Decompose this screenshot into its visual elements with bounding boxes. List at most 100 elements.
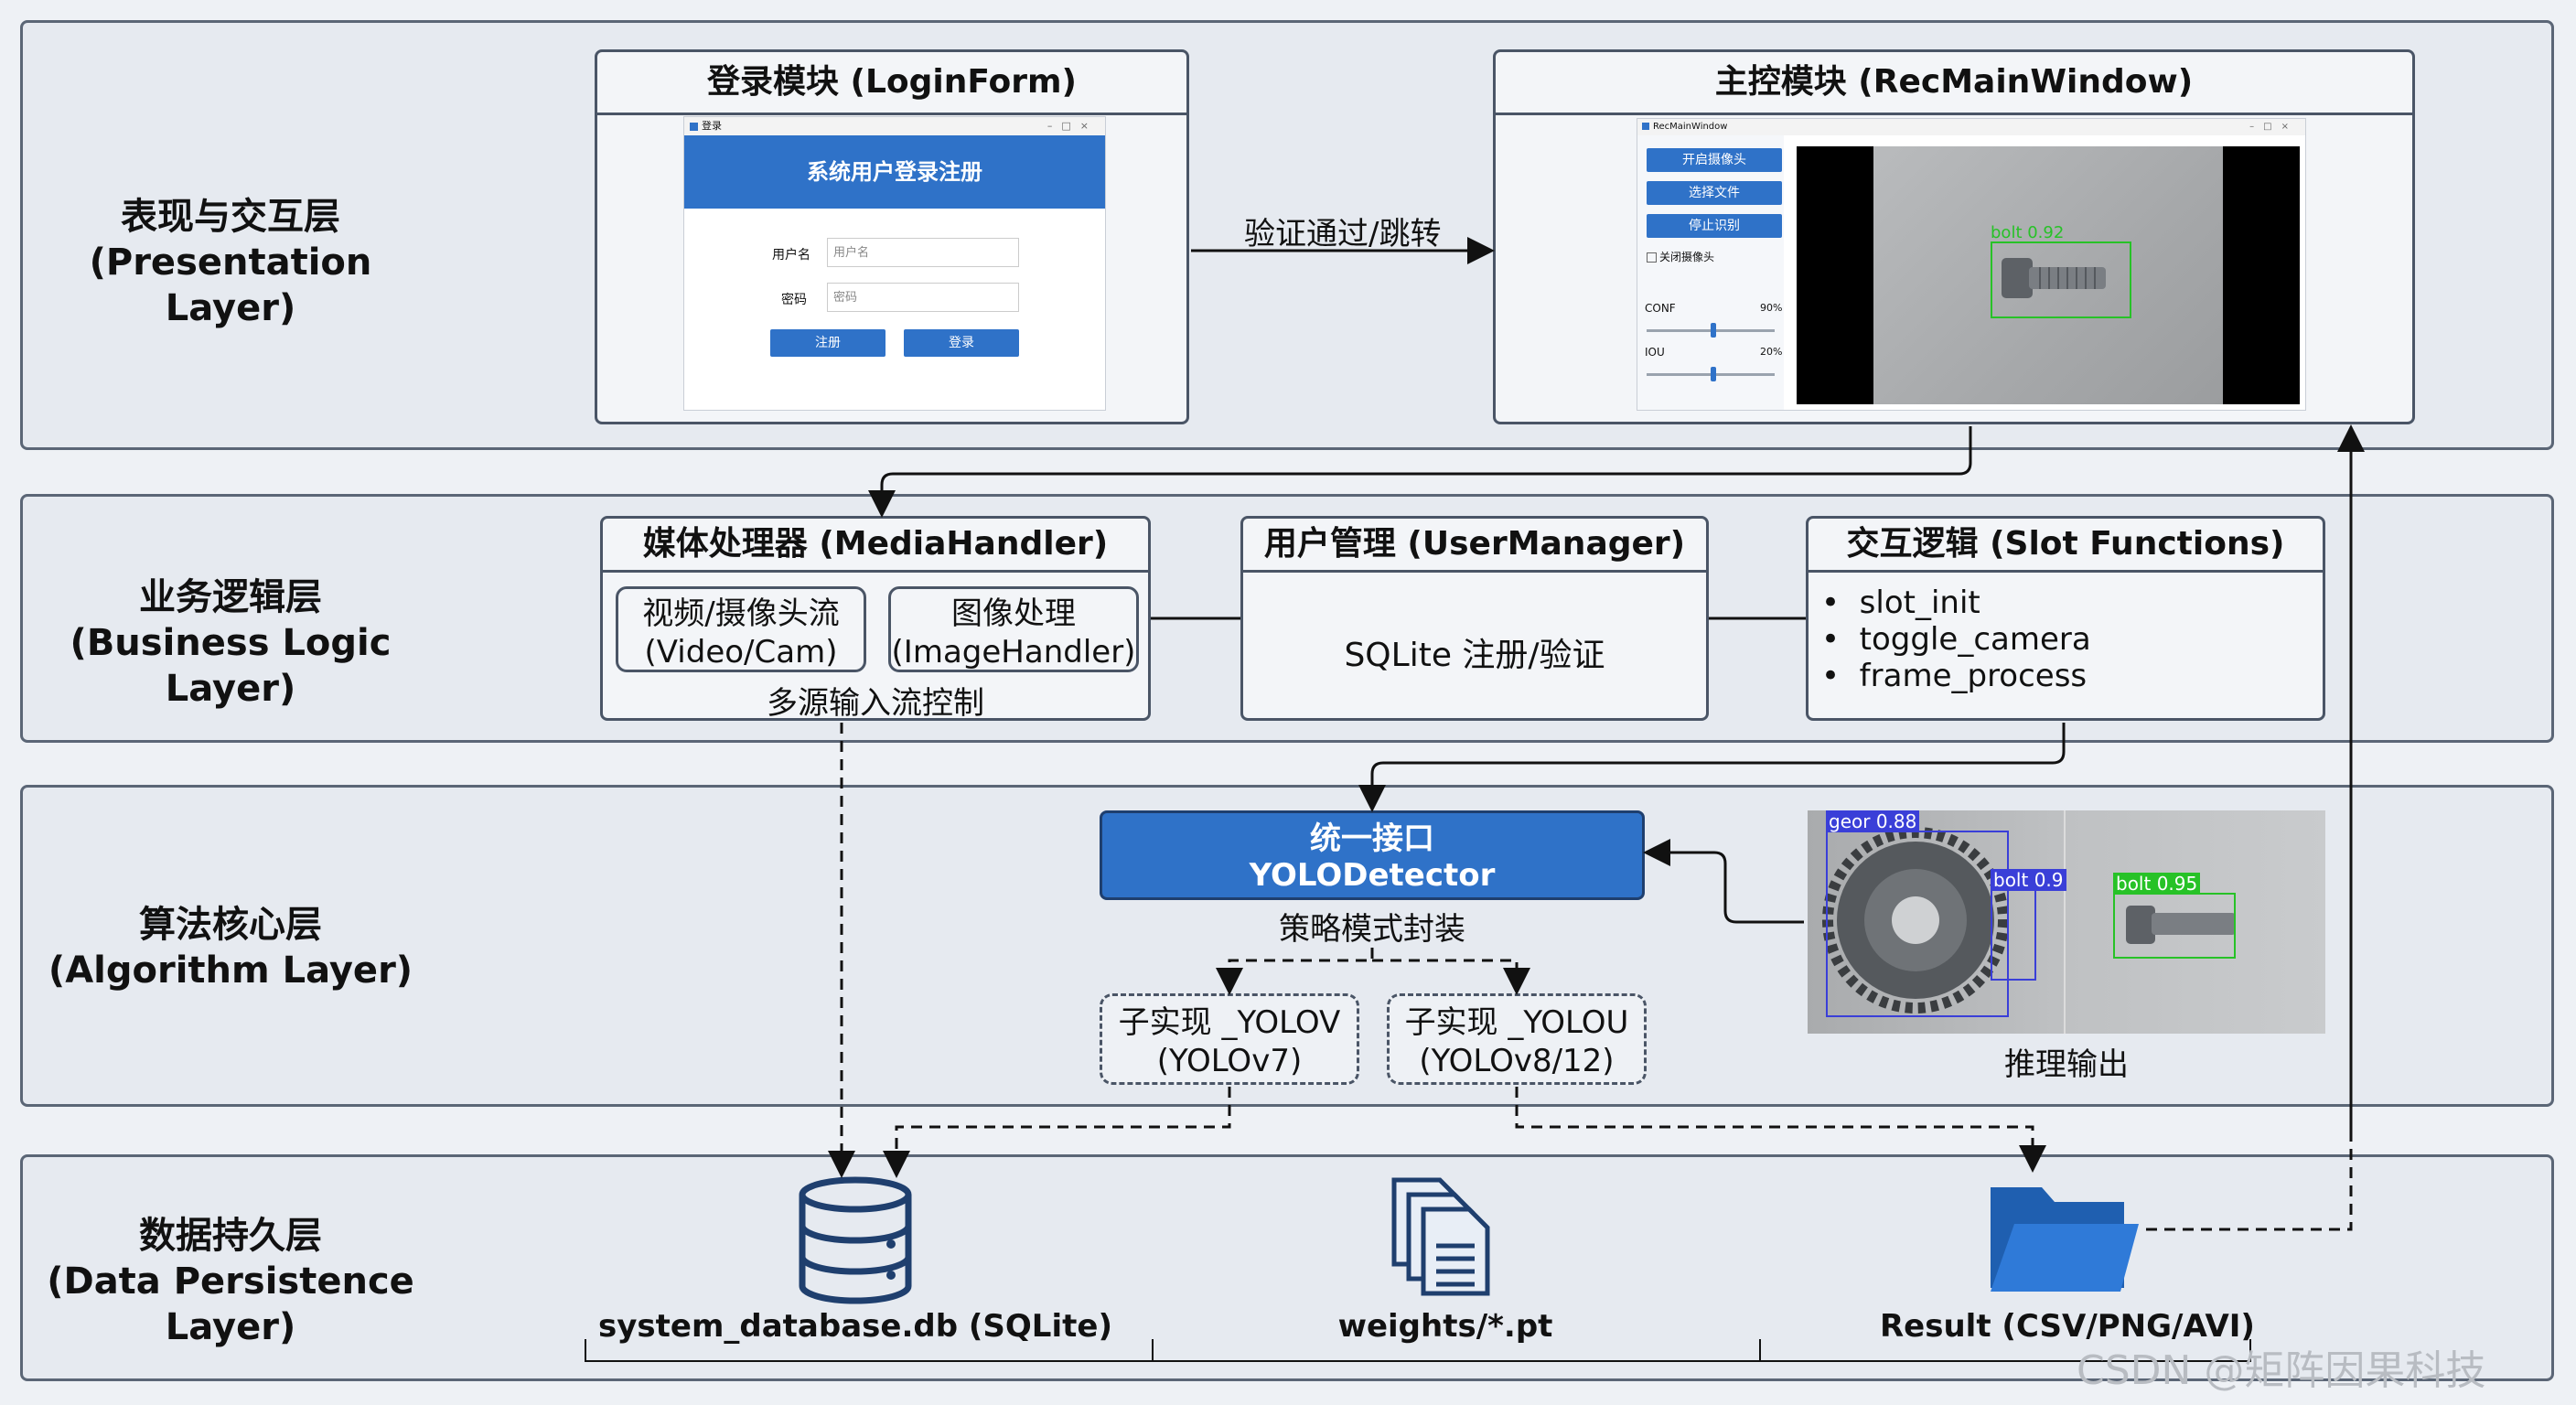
algorithm-layer-title: 算法核心层 (Algorithm Layer) (20, 902, 441, 993)
main-control-title: 主控模块 (RecMainWindow) (1496, 52, 2412, 115)
list-item: • slot_init (1821, 585, 1980, 621)
window-controls[interactable]: –□× (2249, 122, 2298, 132)
inference-label: 推理输出 (2004, 1046, 2129, 1083)
list-item: • frame_process (1821, 658, 2088, 694)
slot-functions: 交互逻辑 (Slot Functions) • slot_init • togg… (1806, 516, 2325, 721)
user-manager-body: SQLite 注册/验证 (1344, 637, 1605, 674)
business-layer-title: 业务逻辑层 (Business Logic Layer) (20, 574, 441, 712)
slot-item-label: frame_process (1859, 658, 2088, 694)
user-manager: 用户管理 (UserManager) SQLite 注册/验证 (1240, 516, 1709, 721)
watermark: CSDN @矩阵因果科技 (2077, 1347, 2486, 1394)
conf-value: 90% (1760, 302, 1783, 314)
login-window: 登录 –□× 系统用户登录注册 用户名 用户名 密码 密码 注册 登录 (683, 116, 1106, 411)
window-titlebar: RecMainWindow –□× (1637, 119, 2305, 135)
slot-list: • slot_init • toggle_camera • frame_proc… (1821, 585, 2091, 694)
layer-title-en: (Presentation Layer) (89, 241, 372, 329)
list-item: • toggle_camera (1821, 621, 2091, 658)
register-button[interactable]: 注册 (770, 329, 886, 357)
media-handler: 媒体处理器 (MediaHandler) 视频/摄像头流 (Video/Cam)… (600, 516, 1151, 722)
yolo-detector-box: 统一接口 YOLODetector (1100, 810, 1645, 900)
window-titlebar: 登录 –□× (684, 117, 1105, 135)
slider-handle[interactable] (1711, 323, 1716, 338)
bolt-image (2002, 258, 2106, 298)
impl-yolov-line2: (YOLOv7) (1156, 1043, 1303, 1079)
window-icon (690, 122, 698, 131)
database-label: system_database.db (SQLite) (598, 1308, 1112, 1345)
username-label: 用户名 (772, 248, 810, 263)
window-icon (1642, 123, 1649, 130)
detection-label: bolt 0.92 (1991, 223, 2065, 242)
conf-slider[interactable] (1647, 323, 1775, 338)
result-label: Result (CSV/PNG/AVI) (1880, 1308, 2255, 1345)
username-field[interactable]: 用户名 (827, 238, 1019, 267)
window-title: 登录 (702, 120, 722, 132)
weights-file-icon (1391, 1177, 1490, 1296)
checkbox-icon (1647, 252, 1657, 263)
layer-title-cn: 表现与交互层 (121, 196, 340, 238)
impl-yolov-box: 子实现 _YOLOV (YOLOv7) (1100, 993, 1359, 1085)
weights-label: weights/*.pt (1337, 1308, 1553, 1345)
main-control-module: 主控模块 (RecMainWindow) RecMainWindow –□× 开… (1493, 49, 2415, 424)
select-file-button[interactable]: 选择文件 (1647, 181, 1782, 205)
detection-box (2113, 893, 2236, 959)
window-controls[interactable]: –□× (1046, 120, 1098, 132)
video-stream-cn: 视频/摄像头流 (642, 595, 840, 632)
detection-label: bolt 0.95 (2113, 873, 2201, 895)
layer-title-cn: 业务逻辑层 (139, 576, 322, 618)
checkbox-label: 关闭摄像头 (1659, 251, 1715, 263)
image-handler-box: 图像处理 (ImageHandler) (888, 586, 1139, 672)
image-handler-en: (ImageHandler) (891, 634, 1136, 670)
stop-detect-button[interactable]: 停止识别 (1647, 214, 1782, 238)
slot-functions-title: 交互逻辑 (Slot Functions) (1809, 519, 2323, 573)
video-stream-en: (Video/Cam) (644, 634, 838, 670)
layer-title-cn: 数据持久层 (139, 1215, 322, 1257)
window-title: RecMainWindow (1653, 122, 1728, 132)
iou-label: IOU (1645, 346, 1665, 359)
slot-item-label: toggle_camera (1859, 621, 2091, 658)
detection-box (1991, 889, 2036, 981)
impl-yolov-line1: 子实现 _YOLOV (1118, 1004, 1341, 1041)
slider-handle[interactable] (1711, 367, 1716, 381)
conf-label: CONF (1645, 302, 1676, 315)
database-icon (799, 1176, 912, 1304)
image-divider (2064, 810, 2066, 1034)
media-caption: 多源输入流控制 (767, 685, 984, 722)
layer-title-cn: 算法核心层 (139, 904, 322, 946)
detector-line1: 统一接口 (1310, 820, 1434, 857)
login-banner: 系统用户登录注册 (684, 135, 1105, 209)
detection-label: geor 0.88 (1826, 810, 1920, 832)
layer-title-en: (Business Logic Layer) (70, 622, 392, 710)
open-camera-button[interactable]: 开启摄像头 (1647, 148, 1782, 172)
presentation-layer-title: 表现与交互层 (Presentation Layer) (20, 194, 441, 331)
transition-label: 验证通过/跳转 (1244, 216, 1442, 252)
inference-image: geor 0.88 bolt 0.9 bolt 0.95 (1808, 810, 2325, 1034)
password-field[interactable]: 密码 (827, 283, 1019, 312)
video-display: bolt 0.92 (1797, 146, 2300, 404)
impl-yolou-line1: 子实现 _YOLOU (1404, 1004, 1629, 1041)
detector-caption: 策略模式封装 (1279, 911, 1465, 948)
folder-icon (1991, 1187, 2139, 1292)
slot-item-label: slot_init (1859, 585, 1980, 621)
gear-image (1822, 827, 2009, 1014)
detection-box (1991, 241, 2131, 318)
login-button[interactable]: 登录 (904, 329, 1019, 357)
layer-title-en: (Algorithm Layer) (48, 949, 413, 992)
iou-value: 20% (1760, 346, 1783, 358)
main-window: RecMainWindow –□× 开启摄像头 选择文件 停止识别 关闭摄像头 … (1637, 118, 2306, 411)
iou-slider[interactable] (1647, 367, 1775, 381)
camera-checkbox[interactable]: 关闭摄像头 (1647, 249, 1714, 264)
media-handler-title: 媒体处理器 (MediaHandler) (603, 519, 1148, 573)
login-module: 登录模块 (LoginForm) 登录 –□× 系统用户登录注册 用户名 用户名… (595, 49, 1189, 424)
user-manager-title: 用户管理 (UserManager) (1243, 519, 1706, 573)
detection-box (1826, 831, 2009, 1017)
impl-yolou-line2: (YOLOv8/12) (1419, 1043, 1615, 1079)
image-handler-cn: 图像处理 (951, 595, 1076, 632)
password-label: 密码 (781, 293, 807, 307)
bolt-image (2126, 906, 2236, 944)
layer-title-en: (Data Persistence Layer) (47, 1260, 414, 1348)
video-stream-box: 视频/摄像头流 (Video/Cam) (616, 586, 866, 672)
persistence-layer-title: 数据持久层 (Data Persistence Layer) (20, 1213, 441, 1350)
detector-line2: YOLODetector (1249, 857, 1496, 894)
impl-yolou-box: 子实现 _YOLOU (YOLOv8/12) (1387, 993, 1647, 1085)
login-module-title: 登录模块 (LoginForm) (597, 52, 1186, 115)
